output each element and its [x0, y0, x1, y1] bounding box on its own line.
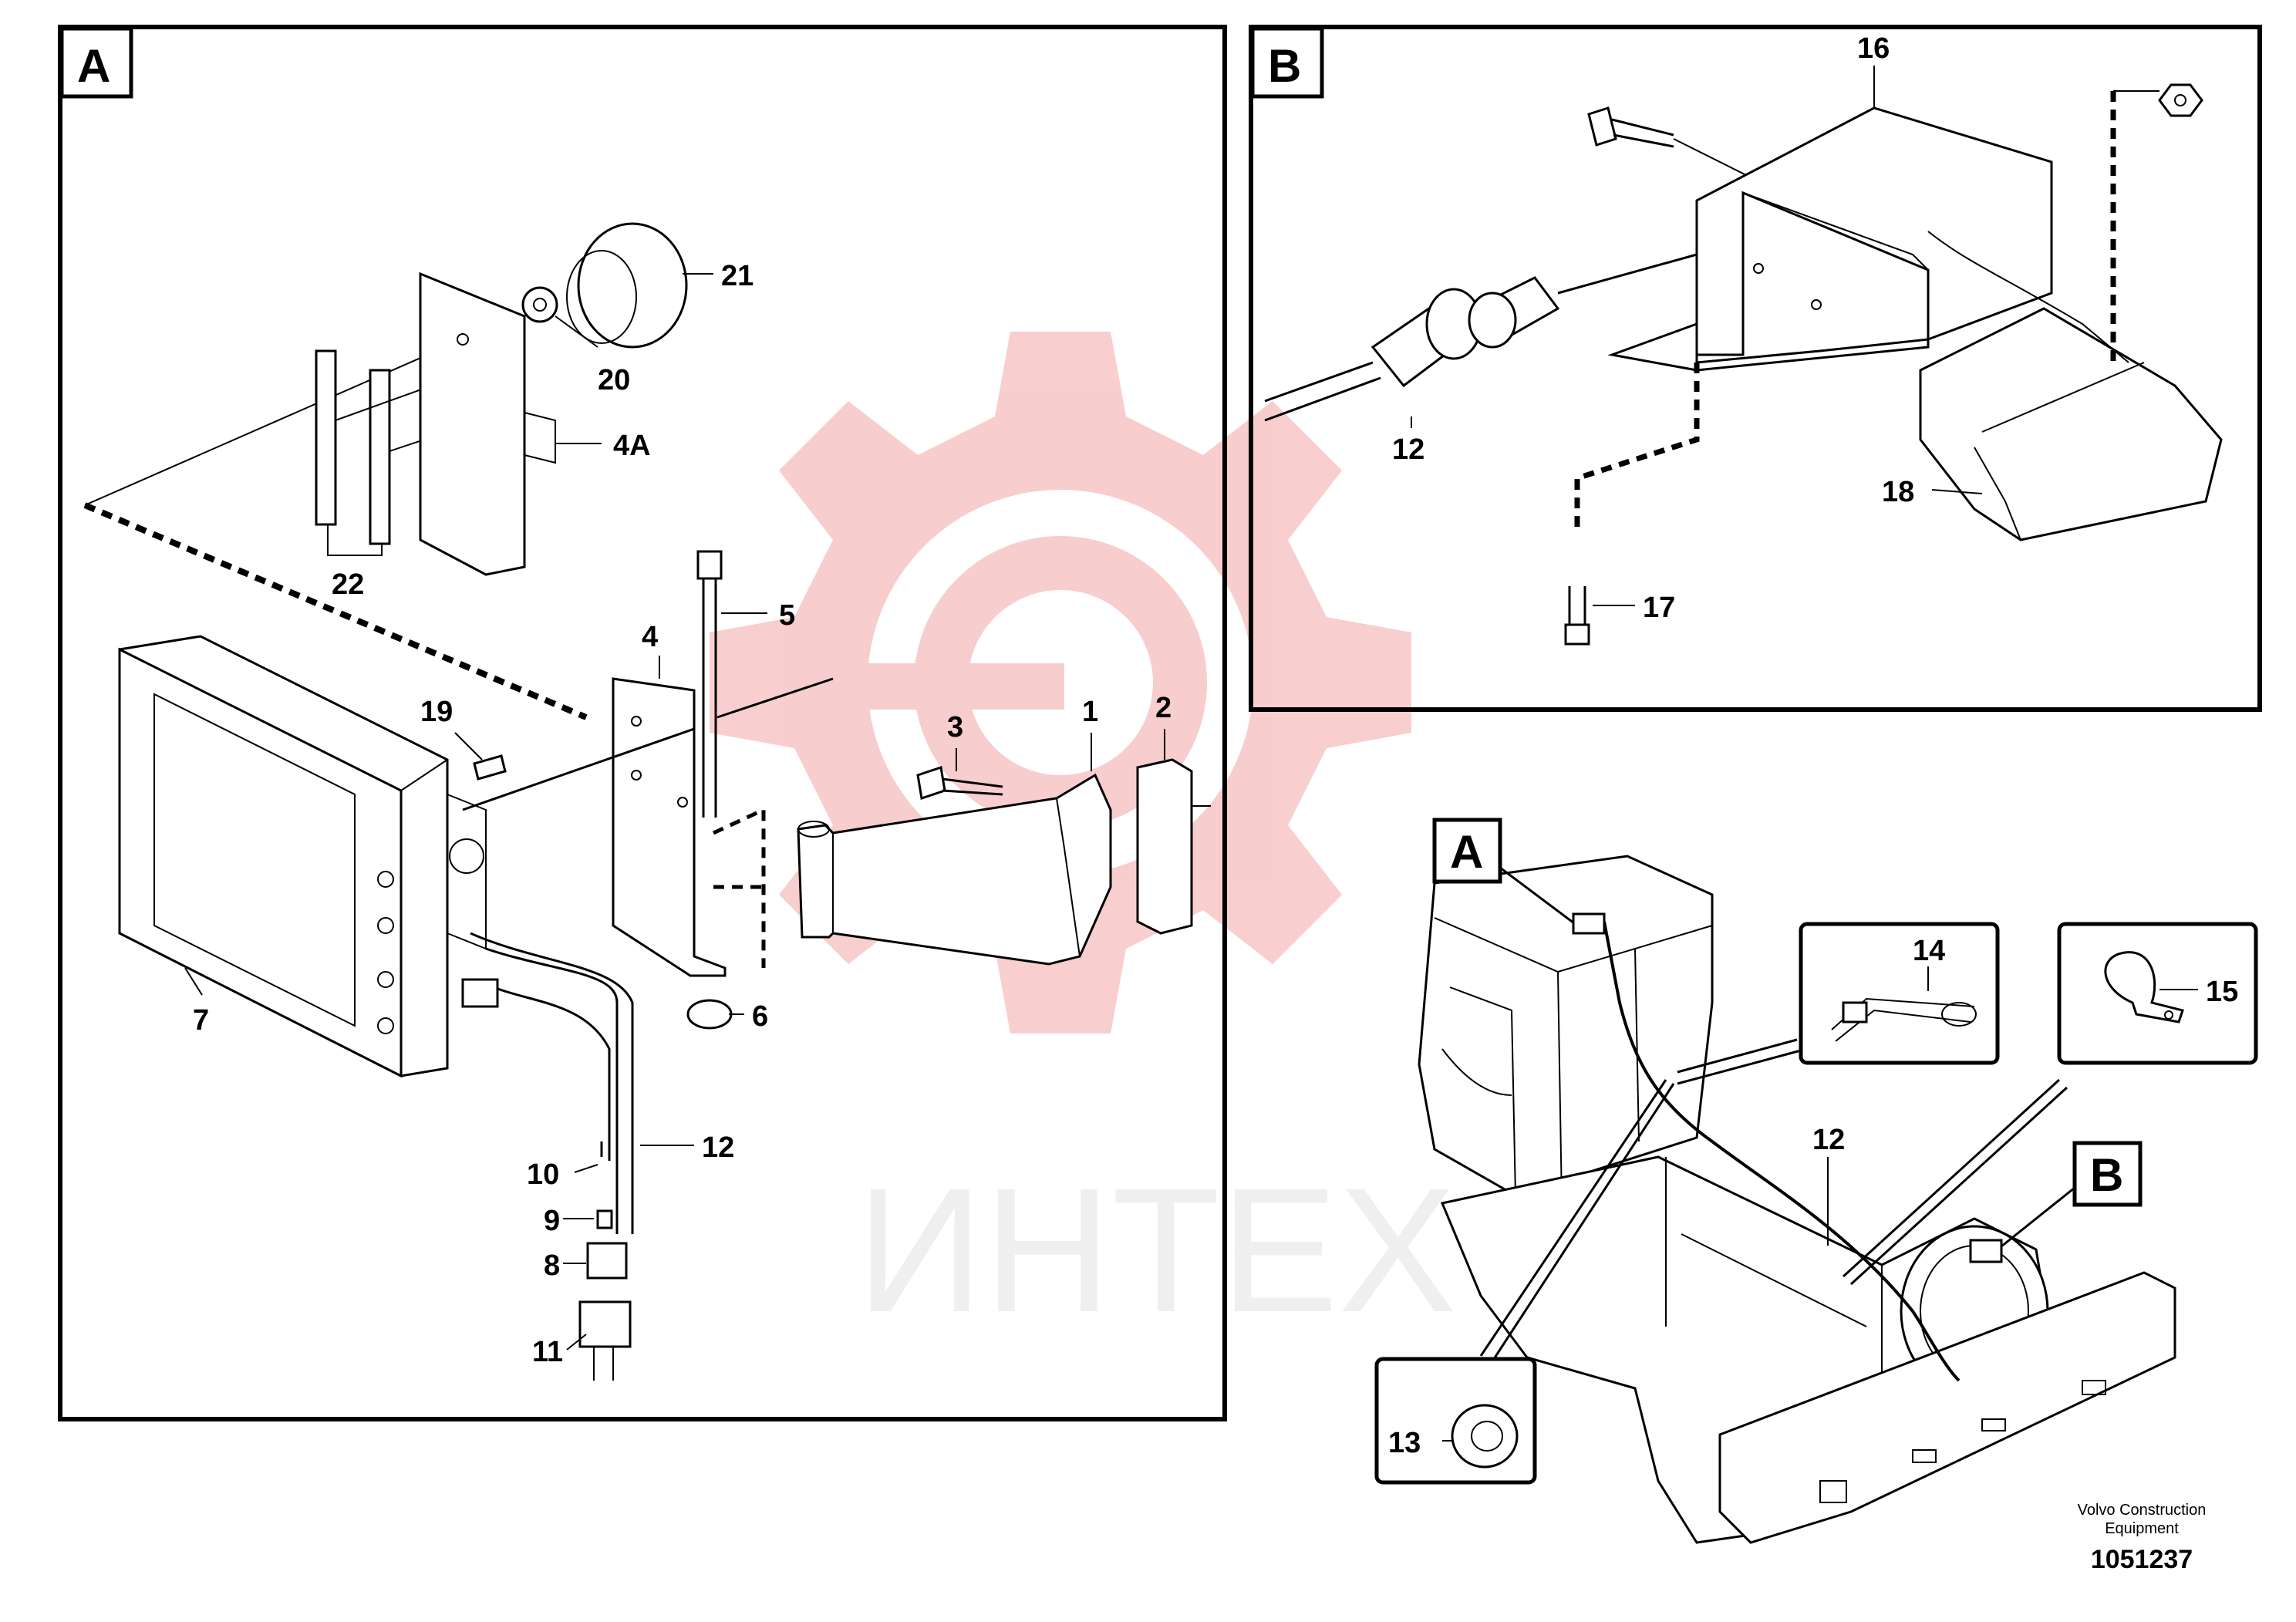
callout-4a: 4A — [613, 430, 651, 462]
callout-3: 3 — [947, 711, 963, 744]
machine-overview — [1418, 855, 2176, 1544]
overview-tag-a: A — [1432, 818, 1606, 935]
nut — [2158, 83, 2203, 117]
document-number: 1051237 — [2091, 1545, 2193, 1574]
credit-line-2: Equipment — [2105, 1520, 2179, 1537]
callout-22: 22 — [332, 568, 364, 601]
overview-tag-b: B — [1969, 1141, 2143, 1263]
bracket-4 — [612, 677, 727, 977]
camera-location-marker — [1969, 1239, 2003, 1263]
panel-b-tag: B — [1268, 40, 1301, 92]
watermark-text: ИНТЕХ — [856, 1151, 1457, 1349]
callout-9: 9 — [544, 1205, 560, 1237]
panel-a-parts — [83, 222, 1211, 1381]
callout-2: 2 — [1155, 692, 1172, 724]
callout-10: 10 — [527, 1158, 559, 1191]
washer — [521, 286, 558, 323]
panel-a: A — [58, 25, 1227, 1421]
callout-16: 16 — [1857, 32, 1890, 65]
callout-19: 19 — [420, 696, 453, 728]
knob — [577, 222, 688, 349]
adhesive-strip — [369, 369, 391, 545]
footer: Volvo Construction Equipment 1051237 — [2078, 1502, 2207, 1574]
callout-20: 20 — [598, 364, 630, 396]
callout-18: 18 — [1882, 476, 1914, 508]
adhesive-strip — [315, 349, 337, 526]
callout-17: 17 — [1643, 592, 1675, 624]
counterweight — [1718, 1271, 2176, 1544]
bracket-4a — [419, 271, 526, 576]
svg-text:B: B — [2090, 1149, 2123, 1201]
callout-13: 13 — [1388, 1427, 1421, 1459]
panel-b-parts — [1264, 83, 2223, 646]
display-location-marker — [1572, 912, 1606, 935]
overview-callouts: 12 — [1812, 1124, 1845, 1246]
panel-b-callouts: 16 12 18 17 — [1392, 32, 1983, 624]
bolt — [1587, 106, 1617, 147]
callout-4: 4 — [642, 621, 658, 653]
callout-12-panel-a: 12 — [702, 1131, 734, 1164]
callout-12-panel-b: 12 — [1392, 433, 1424, 466]
rubber-block — [1136, 758, 1193, 935]
callout-21: 21 — [721, 260, 754, 292]
inset-clamp: 15 — [2057, 922, 2258, 1065]
grommet-icon — [1451, 1404, 1519, 1469]
monitor-display — [118, 635, 487, 1078]
inset-grommet: 13 — [1374, 1357, 1537, 1485]
rear-camera — [1919, 307, 2223, 541]
cable-tie-icon — [1842, 1001, 1868, 1023]
panel-b: B — [1249, 25, 2262, 712]
camera-bracket — [1695, 106, 2053, 356]
callout-1: 1 — [1082, 696, 1098, 728]
callout-15: 15 — [2206, 976, 2238, 1008]
callout-8: 8 — [544, 1249, 560, 1282]
terminal-pin — [596, 1209, 613, 1229]
inset-cable-tie: 14 — [1799, 922, 2000, 1065]
panel-a-callouts: 21 20 4A 22 5 4 19 3 1 2 6 7 12 10 9 8 1… — [184, 260, 1172, 1368]
screw — [473, 754, 507, 781]
connector-housing — [586, 1242, 628, 1280]
credit-line-1: Volvo Construction — [2078, 1502, 2207, 1519]
callout-12-overview: 12 — [1812, 1124, 1845, 1156]
clamp-icon — [2104, 951, 2184, 1023]
long-bolt — [696, 550, 723, 580]
cab — [1418, 855, 1714, 1197]
screw — [1564, 623, 1590, 646]
panel-a-tag: A — [77, 40, 110, 92]
callout-14: 14 — [1913, 935, 1945, 967]
callout-11: 11 — [532, 1336, 563, 1368]
nut — [686, 999, 733, 1030]
callout-7: 7 — [193, 1004, 209, 1037]
relay — [578, 1300, 632, 1348]
svg-text:A: A — [1450, 826, 1483, 878]
callout-6: 6 — [752, 1000, 768, 1033]
callout-5: 5 — [779, 599, 795, 632]
